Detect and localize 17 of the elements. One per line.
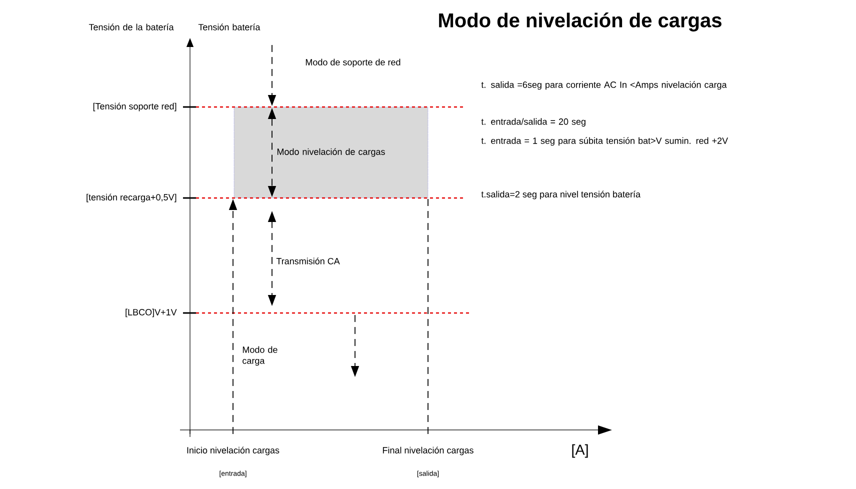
axis-unit: [A] [572, 444, 588, 458]
level-label: [LBCO]V+1V [126, 308, 177, 318]
region-label: Modo de carga [242, 346, 278, 366]
region-label: Modo de soporte de red [306, 58, 400, 68]
level-label: [Tensión soporte red] [93, 102, 176, 112]
title: Modo de nivelación de cargas [439, 12, 722, 32]
note-text: t. salida =6seg para corriente AC In <Amps nivelación carga [481, 81, 727, 90]
axis-label: Tensión batería [198, 24, 260, 30]
tick-label: Final nivelación cargas [382, 446, 474, 456]
region-label: Transmisión CA [276, 258, 340, 264]
tick-label: Inicio nivelación cargas [187, 446, 280, 456]
level-label: [tensión recarga+0,5V] [86, 194, 176, 202]
note-text: t. entrada/salida = 20 seg [481, 118, 586, 127]
axis-label: Tensión de la batería [88, 24, 174, 30]
note-text: t.salida=2 seg para nivel tensión batería [481, 190, 641, 200]
mode-box: Modo nivelación de cargas [234, 106, 428, 198]
note-text: t. entrada = 1 seg para súbita tensión bat>V sumin. red +2V [481, 137, 728, 146]
